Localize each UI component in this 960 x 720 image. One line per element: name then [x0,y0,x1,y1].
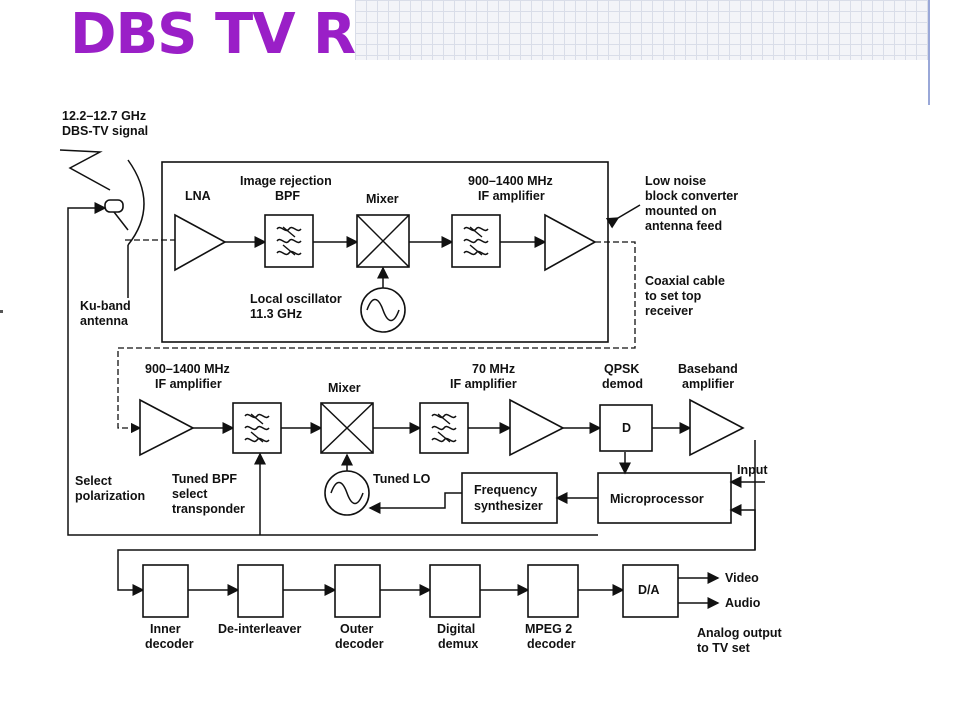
coax-label-1: Coaxial cable [645,274,725,288]
video-label: Video [725,571,759,585]
da-label: D/A [638,583,660,597]
demod-letter: D [622,421,631,435]
if70-amplifier-icon [509,398,565,457]
frequency-synthesizer [461,472,558,524]
title-side-rule [928,0,930,105]
lnb-label-3: mounted on [645,204,717,218]
mixer-mid-label: Mixer [328,381,361,395]
lna-amplifier-icon [174,213,227,272]
lo-label: Local oscillator [250,292,342,306]
if-mid-label-2: IF amplifier [155,377,222,391]
tuned-bpf-label-2: select [172,487,208,501]
antenna-label-2: antenna [80,314,129,328]
coax-label-2: to set top [645,289,702,303]
outer-decoder [334,564,381,618]
title-grid-decoration [355,0,930,60]
audio-label: Audio [725,596,761,610]
analog-label-2: to TV set [697,641,751,655]
outer-label-2: decoder [335,637,384,651]
if70-label-2: IF amplifier [450,377,517,391]
qpsk-label-2: demod [602,377,643,391]
baseband-label-2: amplifier [682,377,734,391]
lo-label-2: 11.3 GHz [250,307,302,321]
deinter-label: De-interleaver [218,622,302,636]
lnb-label-1: Low noise [645,174,706,188]
antenna-label: Ku-band [80,299,131,313]
lnb-label-4: antenna feed [645,219,722,233]
if-amplifier-top-icon [544,213,597,272]
mpeg2-decoder [527,564,579,618]
lnb-label-2: block converter [645,189,738,203]
margin-dot [0,310,3,313]
baseband-amplifier-icon [689,398,745,457]
tuned-lo-label: Tuned LO [373,472,431,486]
inner-label-2: decoder [145,637,194,651]
digital-demux [429,564,481,618]
signal-name-label: DBS-TV signal [62,124,148,138]
freq-synth-label-2: synthesizer [474,499,543,513]
qpsk-demod [599,404,653,452]
mpeg-label: MPEG 2 [525,622,572,636]
polarization-control-line [67,202,598,536]
microprocessor-label: Microprocessor [610,492,704,506]
if-bpf-mid [419,402,469,454]
if70-label: 70 MHz [472,362,515,376]
if-top-label-2: IF amplifier [478,189,545,203]
input-label: Input [737,463,768,477]
signal-freq-label: 12.2–12.7 GHz [62,109,146,123]
mixer-top-label: Mixer [366,192,399,206]
select-pol-label-2: polarization [75,489,145,503]
lnb-pointer [605,204,641,229]
tuned-bpf-label: Tuned BPF [172,472,237,486]
inner-decoder [142,564,189,618]
baseband-label: Baseband [678,362,738,376]
qpsk-label: QPSK [604,362,639,376]
freq-synth-label: Frequency [474,483,537,497]
image-bpf-label: Image rejection [240,174,332,188]
if-top-label: 900–1400 MHz [468,174,553,188]
lna-label: LNA [185,189,211,203]
image-bpf-label-2: BPF [275,189,300,203]
mpeg-label-2: decoder [527,637,576,651]
signal-zigzag-icon [59,149,111,191]
digital-label: Digital [437,622,475,636]
de-interleaver [237,564,284,618]
microprocessor [597,472,732,524]
select-pol-label: Select [75,474,113,488]
coax-label-3: receiver [645,304,693,318]
inner-label: Inner [150,622,181,636]
outer-label: Outer [340,622,373,636]
d-a-converter [622,564,679,618]
if-mid-label: 900–1400 MHz [145,362,230,376]
tuned-bpf-label-3: transponder [172,502,245,516]
antenna-dish-icon [104,159,145,298]
analog-label: Analog output [697,626,783,640]
digital-label-2: demux [438,637,478,651]
if-amplifier-mid-icon [139,398,195,457]
